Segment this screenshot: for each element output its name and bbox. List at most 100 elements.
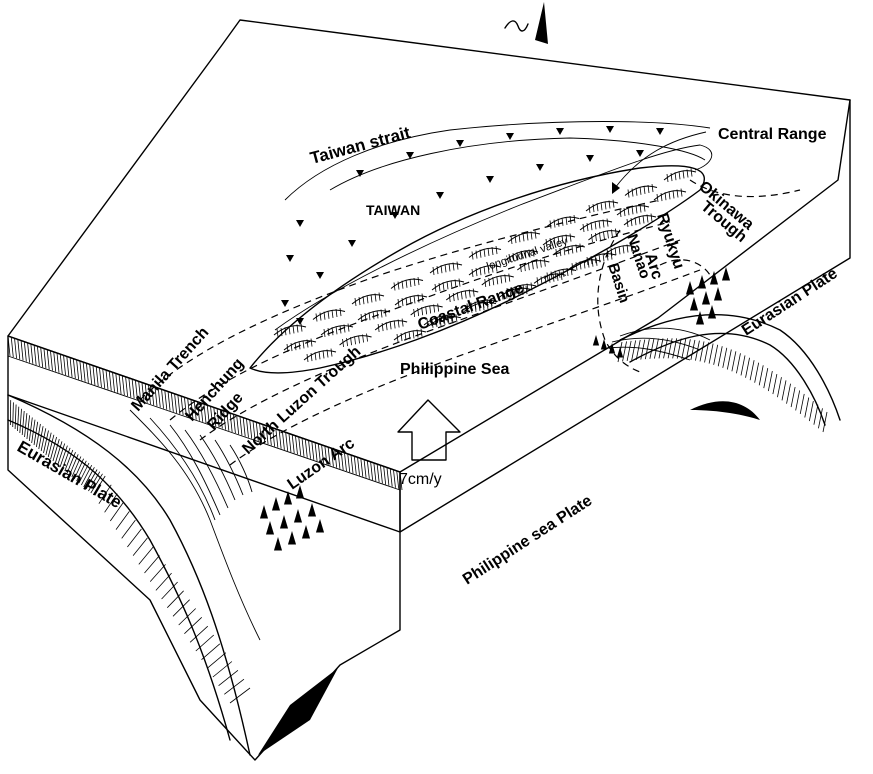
hatch-line (331, 448, 334, 467)
hollow-up-arrow-icon (397, 399, 461, 461)
hatch-line (108, 371, 112, 391)
mountain-tick (668, 191, 671, 200)
mountain-tick (517, 287, 520, 296)
mountain-tick (638, 216, 641, 225)
mountain-arc (463, 299, 497, 310)
mountain-tick (401, 298, 404, 307)
hatch-line (40, 347, 44, 368)
mountain-tick (520, 251, 523, 260)
mountain-tick (639, 204, 642, 213)
mountain-tick (569, 233, 572, 242)
volcano-triangle-icon (315, 519, 325, 533)
slab-hatch-line (33, 421, 39, 446)
mountain-tick (634, 217, 637, 226)
slab-hatch-line (69, 454, 79, 476)
hatch-line (190, 399, 194, 419)
hatch-line (298, 436, 302, 456)
slab-hatch-line (62, 447, 71, 470)
hatch-line (259, 423, 262, 443)
thrust-barbs (281, 126, 664, 325)
hatch-line (46, 349, 50, 370)
mountain-tick (562, 268, 565, 277)
mountain-tick (682, 170, 685, 179)
phil-hatch-line (722, 347, 728, 368)
phil-hatch-line (704, 342, 709, 363)
slab-hatch-line (66, 452, 76, 474)
mountain-tick (370, 294, 373, 303)
volcano-triangle-icon (259, 505, 269, 519)
mountain-tick (525, 286, 528, 295)
mountain-tick (486, 298, 489, 308)
phil-hatch-line (813, 404, 819, 425)
mountain-tick (335, 308, 338, 318)
mountain-tick (553, 219, 556, 228)
mountain-tick (335, 326, 338, 335)
hatch-line (216, 408, 220, 428)
mountain-arc (623, 215, 657, 226)
mountain-arc (588, 230, 621, 241)
hatch-line (174, 393, 177, 413)
mountain-tick (680, 188, 683, 197)
slab-hatch-line (40, 428, 47, 452)
mountain-tick (630, 243, 633, 252)
hatch-line (295, 435, 298, 455)
slab-hatch-line (132, 537, 148, 556)
hatch-line (141, 382, 145, 402)
labels: Taiwan strait Central Range TAIWAN Okina… (14, 123, 841, 589)
phil-hatch-line (808, 401, 814, 422)
hatch-line (340, 451, 344, 470)
mountain-tick (475, 268, 478, 277)
mountain-tick (672, 190, 675, 199)
mountain-tick (487, 265, 490, 274)
label-eurasian-plate-right: Eurasian Plate (739, 265, 841, 339)
slab-hatch-line (17, 406, 20, 432)
phil-hatch-line (690, 339, 696, 361)
hatch-line (366, 460, 370, 479)
mountain-tick (558, 269, 561, 278)
slab-hatch-line (229, 687, 251, 704)
mountain-tick (619, 208, 622, 218)
hatch-line (167, 391, 171, 411)
mountain-arc (481, 275, 514, 286)
slab-hatch-line (92, 475, 106, 496)
barb-triangle (281, 300, 289, 307)
mountain-tick (501, 291, 504, 300)
mountain-arc (468, 265, 502, 276)
label-velocity: 7cm/y (399, 471, 442, 488)
phil-hatch-line (676, 338, 682, 359)
mountain-tick (643, 185, 646, 194)
mountain-arc (410, 305, 443, 316)
barb-triangle (506, 133, 514, 140)
hatch-line (200, 402, 204, 422)
mountain-tick (455, 314, 458, 323)
mountain-tick (635, 205, 638, 214)
phil-hatch-line (818, 408, 823, 429)
mountain-tick (290, 343, 293, 352)
mountain-tick (404, 332, 407, 341)
barb-triangle (286, 255, 294, 262)
mountain-tick (460, 291, 463, 300)
mountain-arc (507, 232, 541, 243)
hatch-line (148, 384, 151, 405)
label-nanao-2: Basin (604, 261, 633, 305)
mountain-arc (546, 216, 580, 227)
mountain-tick (448, 293, 451, 303)
hatch-line (102, 368, 106, 389)
slab-hatch-line (121, 519, 136, 539)
label-taiwan: TAIWAN (366, 202, 420, 218)
hatch-line (20, 340, 24, 361)
mountain-tick (594, 255, 597, 264)
slab-hatch-line (47, 434, 55, 458)
mountain-tick (413, 295, 416, 304)
mountain-tick (623, 208, 626, 217)
mountain-tick (310, 338, 313, 347)
phil-hatch-line (626, 340, 632, 362)
mountain-tick (612, 199, 615, 208)
mountain-tick (378, 292, 381, 301)
hatch-line (89, 364, 93, 384)
mountain-tick (491, 264, 494, 273)
mountain-tick (549, 238, 552, 247)
mountain-tick (504, 274, 507, 283)
mountain-tick (674, 172, 677, 181)
mountain-tick (557, 236, 560, 245)
